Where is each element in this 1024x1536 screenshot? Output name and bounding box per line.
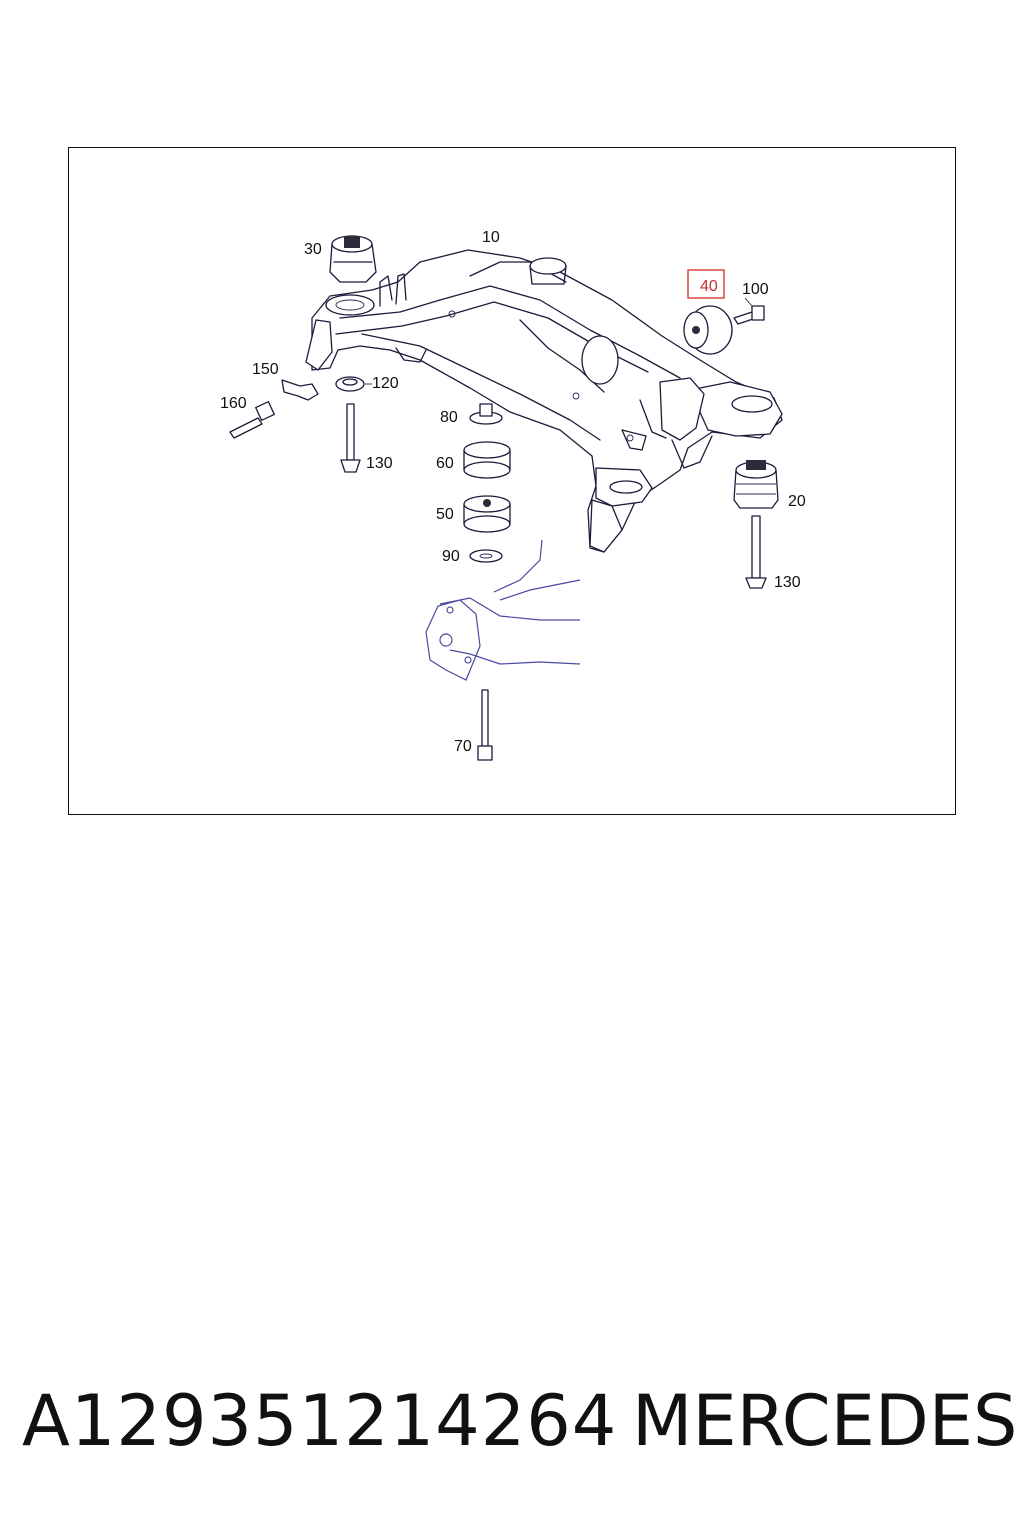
diagram-frame: [68, 147, 956, 815]
callout-130-right: 130: [774, 574, 801, 591]
leader-lines: [365, 297, 753, 385]
footer-caption: A129351214264 MERCEDES: [0, 1380, 1024, 1470]
mount-60-part: [463, 441, 511, 479]
callout-90: 90: [442, 548, 460, 565]
callout-130-left: 130: [366, 455, 393, 472]
part-number: A129351214264: [22, 1380, 618, 1462]
callout-40: 40: [700, 278, 718, 295]
bushing-40-part: [683, 305, 733, 355]
callout-80: 80: [440, 409, 458, 426]
nut-80-part: [469, 403, 503, 425]
brand-name: MERCEDES: [632, 1380, 1018, 1462]
highlight-box-40: [687, 269, 725, 299]
callout-100: 100: [742, 281, 769, 298]
bolt-130-right-part: [745, 515, 767, 589]
callout-20: 20: [788, 493, 806, 510]
callout-160: 160: [220, 395, 247, 412]
washer-90-part: [469, 549, 503, 563]
bolt-160-part: [229, 401, 275, 439]
bolt-100-part: [733, 305, 765, 325]
mount-20-part: [733, 460, 779, 509]
callout-60: 60: [436, 455, 454, 472]
bolt-130-left-part: [340, 403, 361, 473]
mount-30-part: [329, 235, 377, 283]
mount-50-part: [463, 495, 511, 533]
bolt-70-part: [477, 689, 493, 761]
bracket-150-part: [281, 379, 319, 401]
axle-carrier-outline: [425, 539, 581, 681]
washer-120-part: [335, 376, 365, 392]
callout-50: 50: [436, 506, 454, 523]
exploded-parts-diagram: 10 30 40 100 150 120 160 80 130 60 20 50…: [220, 229, 806, 761]
callout-120: 120: [372, 375, 399, 392]
callout-10: 10: [482, 229, 500, 246]
rear-subframe: [305, 249, 783, 553]
callout-30: 30: [304, 241, 322, 258]
callout-70: 70: [454, 738, 472, 755]
callout-150: 150: [252, 361, 279, 378]
